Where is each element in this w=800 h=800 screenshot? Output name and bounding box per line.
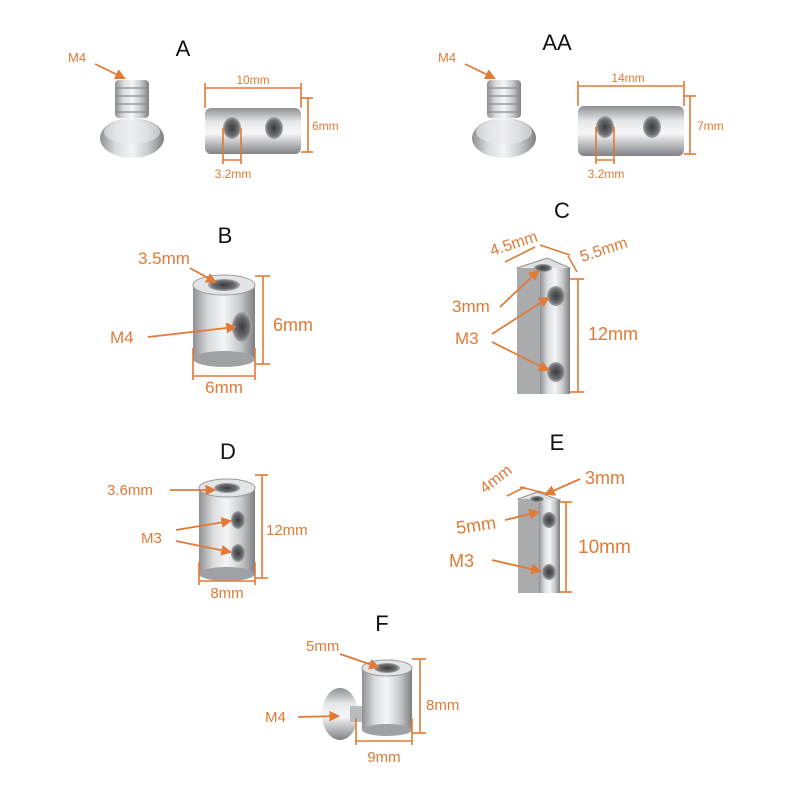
panel-c-top-depth-label: 5.5mm — [578, 235, 630, 266]
panel-a-hole-label: 3.2mm — [215, 167, 252, 181]
panel-c-title: C — [554, 198, 570, 223]
panel-e-height-label: 10mm — [578, 537, 631, 558]
panel-f-title: F — [375, 611, 388, 636]
panel-b-part-image — [192, 274, 256, 367]
panel-b-width-label: 6mm — [205, 378, 243, 397]
panel-aa-screw-image — [472, 80, 536, 158]
panel-aa-title: AA — [542, 30, 572, 55]
panel-aa-screw-label: M4 — [438, 50, 456, 65]
panel-f-bore-label: 5mm — [306, 638, 339, 655]
panel-c-height-label: 12mm — [588, 324, 638, 344]
panel-aa-height-label: 7mm — [697, 119, 724, 133]
panel-f-part-image — [322, 659, 413, 740]
panel-f-screw-label: M4 — [265, 709, 286, 726]
panel-a: A M4 10mm 6mm 3.2mm — [68, 36, 339, 181]
panel-aa-screw-arrow — [464, 63, 496, 80]
panel-a-screw-arrow — [94, 63, 126, 80]
panel-d-title: D — [220, 439, 236, 464]
panel-f-height-label: 8mm — [426, 697, 459, 714]
panel-aa: AA M4 14mm 7mm 3.2mm — [438, 30, 724, 181]
panel-d-height-label: 12mm — [266, 522, 308, 539]
panel-e: E 4mm 3mm 5mm M3 10mm — [449, 430, 631, 593]
panel-d-part-image — [198, 478, 256, 581]
panel-f-width-label: 9mm — [367, 749, 400, 766]
panel-b-title: B — [218, 223, 233, 248]
panel-c: C 4.5mm 5.5mm 3mm M3 12mm — [452, 198, 638, 394]
panel-a-length-label: 10mm — [236, 73, 269, 87]
panel-aa-hole-label: 3.2mm — [588, 167, 625, 181]
panel-c-screw-label: M3 — [455, 329, 479, 348]
panel-e-top-depth-label: 5mm — [455, 513, 497, 538]
panel-e-top-width-label: 4mm — [477, 462, 515, 497]
panel-a-title: A — [176, 36, 191, 61]
panel-b: B 3.5mm M4 6mm 6mm — [110, 223, 313, 397]
panel-f: F 5mm M4 8mm 9mm — [265, 611, 459, 766]
panel-aa-length-label: 14mm — [611, 71, 644, 85]
panel-e-bore-label: 3mm — [585, 468, 625, 488]
panel-c-top-width-label: 4.5mm — [488, 229, 540, 260]
panel-e-screw-label: M3 — [449, 551, 474, 571]
panel-b-screw-label: M4 — [110, 328, 134, 347]
panel-a-sleeve-image — [205, 108, 301, 154]
panel-aa-sleeve-image — [578, 106, 684, 156]
panel-d-screw-label: M3 — [141, 530, 162, 547]
panel-c-bore-label: 3mm — [452, 297, 490, 316]
panel-a-screw-image — [100, 80, 164, 158]
panel-b-height-label: 6mm — [273, 315, 313, 335]
panel-b-bore-label: 3.5mm — [138, 249, 190, 268]
panel-d-width-label: 8mm — [210, 585, 243, 602]
panel-a-height-label: 6mm — [312, 119, 339, 133]
panel-c-part-image — [515, 257, 572, 394]
panel-e-title: E — [550, 430, 565, 455]
panel-e-part-image — [516, 491, 562, 593]
panel-d: D 3.6mm M3 12mm 8mm — [107, 439, 308, 602]
panel-d-bore-label: 3.6mm — [107, 482, 153, 499]
panel-a-screw-label: M4 — [68, 50, 86, 65]
